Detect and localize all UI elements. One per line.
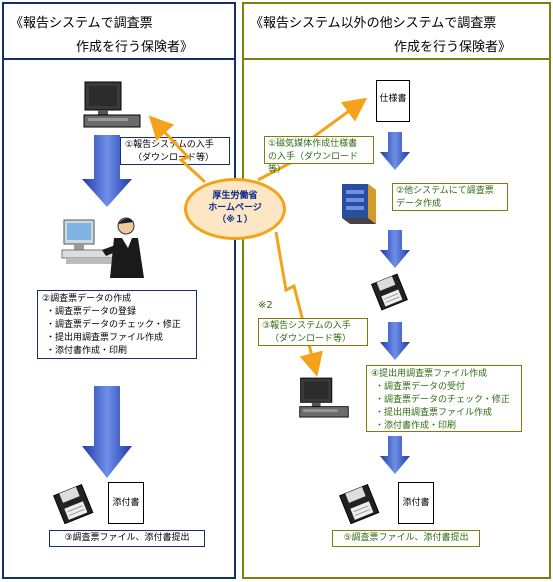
floppy-disk-icon	[370, 273, 408, 311]
person-computer-icon	[61, 217, 144, 278]
left-step3-box: ③調査票ファイル、添付書提出	[49, 530, 205, 547]
left-title-line2: 作成を行う保険者》	[76, 40, 194, 55]
server-icon	[342, 184, 376, 224]
right-step1-box: ①磁気媒体作成仕様書 の入手（ダウンロード等）	[264, 136, 374, 175]
right-step1-line2: の入手（ダウンロード等）	[268, 152, 359, 175]
right-step4-item: ・調査票データのチェック・修正	[375, 395, 510, 405]
right-step2-line2: データ作成	[396, 199, 442, 209]
right-step2-line1: ②他システムにて調査票	[396, 186, 494, 196]
right-step4-item: ・提出用調査票ファイル作成	[375, 408, 493, 418]
right-step4-item: ・添付書作成・印刷	[375, 421, 457, 431]
right-step3-line2: （ダウンロード等）	[270, 334, 352, 344]
floppy-disk-icon	[53, 483, 94, 525]
right-step5-box: ⑤調査票ファイル、添付書提出	[332, 530, 480, 547]
mhlw-homepage-label: 厚生労働省 ホームページ （※１）	[184, 190, 286, 226]
left-down-arrow-1	[82, 135, 132, 207]
left-step2-item: ・添付書作成・印刷	[46, 346, 128, 356]
note-mark: ※2	[258, 300, 273, 311]
left-attachment-label: 添付書	[112, 498, 140, 508]
right-step3-line1: ③報告システムの入手	[262, 321, 351, 331]
right-step4-item: ・調査票データの受付	[375, 382, 466, 392]
computer-icon	[83, 81, 141, 128]
left-attachment-doc: 添付書	[108, 482, 144, 524]
left-step2-title: ②調査票データの作成	[42, 294, 132, 304]
left-step2-item: ・調査票データのチェック・修正	[46, 320, 181, 330]
right-down-arrow-1	[380, 132, 410, 170]
right-down-arrow-2	[380, 230, 410, 268]
left-step3-label: ③調査票ファイル、添付書提出	[64, 533, 190, 543]
right-step3-box: ③報告システムの入手 （ダウンロード等）	[258, 318, 368, 346]
right-step4-box: ④提出用調査票ファイル作成 ・調査票データの受付 ・調査票データのチェック・修正…	[366, 365, 522, 432]
center-line2: ホームページ	[208, 203, 262, 213]
left-step2-item: ・提出用調査票ファイル作成	[46, 333, 164, 343]
right-down-arrow-4	[380, 436, 410, 474]
left-step2-item: ・調査票データの登録	[46, 307, 137, 317]
left-step1-line2: （ダウンロード等）	[133, 153, 215, 163]
left-step2-box: ②調査票データの作成 ・調査票データの登録 ・調査票データのチェック・修正 ・提…	[37, 290, 197, 359]
floppy-disk-icon	[339, 483, 380, 525]
right-panel-header: 《報告システム以外の他システムで調査票 作成を行う保険者》	[244, 4, 549, 60]
center-line1: 厚生労働省	[212, 191, 258, 201]
right-attachment-doc: 添付書	[398, 482, 434, 524]
right-title-line1: 《報告システム以外の他システムで調査票	[250, 16, 497, 31]
right-step1-line1: ①磁気媒体作成仕様書	[268, 139, 358, 149]
center-line3: （※１）	[217, 215, 253, 225]
right-down-arrow-3	[380, 322, 410, 360]
spec-doc: 仕様書	[376, 80, 410, 122]
right-step5-label: ⑤調査票ファイル、添付書提出	[343, 533, 469, 543]
right-step4-title: ④提出用調査票ファイル作成	[371, 369, 488, 379]
spec-doc-label: 仕様書	[379, 94, 407, 104]
left-step1-line1: ①報告システムの入手	[125, 140, 214, 150]
left-panel-header: 《報告システムで調査票 作成を行う保険者》	[4, 4, 234, 60]
computer-icon	[299, 377, 349, 418]
right-step2-box: ②他システムにて調査票 データ作成	[392, 183, 508, 211]
mhlw-homepage-ellipse[interactable]	[184, 178, 286, 240]
right-attachment-label: 添付書	[402, 498, 430, 508]
left-down-arrow-2	[82, 386, 132, 478]
left-title-line1: 《報告システムで調査票	[10, 16, 153, 31]
right-title-line2: 作成を行う保険者》	[394, 40, 512, 55]
